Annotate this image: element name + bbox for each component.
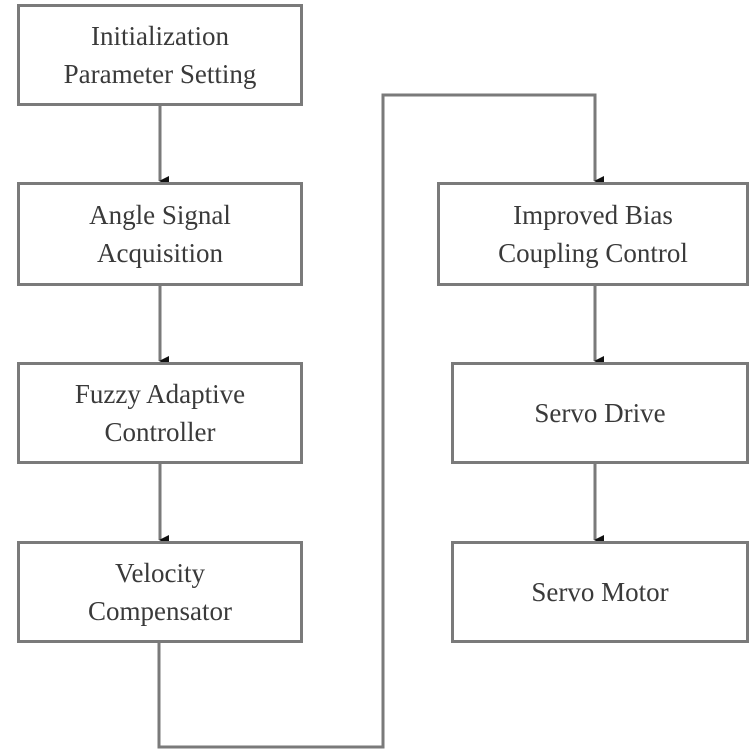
node-label: Servo Drive <box>534 398 666 428</box>
edge-velocity-bias <box>157 93 604 749</box>
node-label: Angle Signal <box>89 200 231 230</box>
node-label: Parameter Setting <box>63 59 257 89</box>
node-label: Compensator <box>88 596 232 626</box>
node-label: Fuzzy Adaptive <box>74 379 246 409</box>
node-label: Velocity <box>115 558 205 588</box>
node-label: Controller <box>104 417 216 447</box>
node-label: Servo Motor <box>531 577 669 607</box>
node-drive: Servo Drive <box>451 362 749 464</box>
node-label: Improved Bias <box>513 200 673 230</box>
node-label: Acquisition <box>97 238 223 268</box>
node-label: Coupling Control <box>498 238 688 268</box>
node-motor: Servo Motor <box>451 541 749 643</box>
node-label: Initialization <box>91 21 229 51</box>
